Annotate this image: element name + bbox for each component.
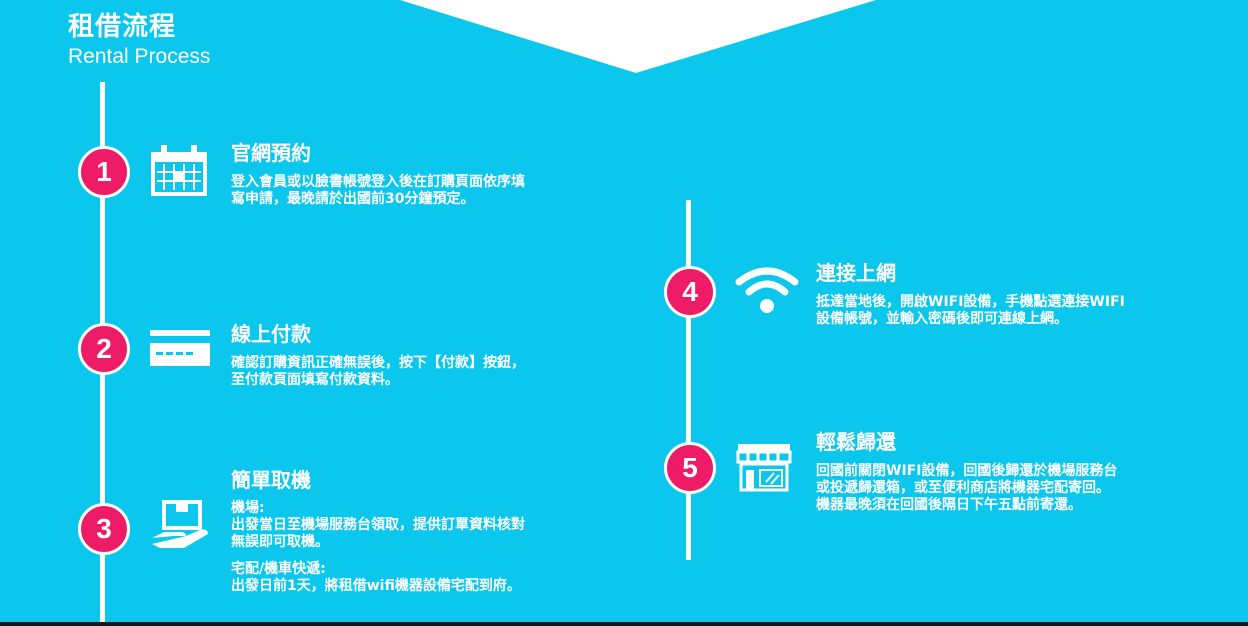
step-description: 機場: 出發當日至機場服務台領取，提供訂單資料核對 無誤即可取機。 宅配/機車快… bbox=[231, 500, 525, 595]
description-line: 寫申請，最晚請於出國前30分鐘預定。 bbox=[231, 191, 475, 207]
right-timeline-line bbox=[686, 200, 691, 560]
store-icon bbox=[736, 444, 792, 492]
description-line: 確認訂購資訊正確無誤後，按下【付款】按鈕， bbox=[231, 355, 525, 371]
calendar-icon bbox=[151, 145, 207, 196]
description-line: 回國前關閉WIFI設備，回國後歸還於機場服務台 bbox=[816, 463, 1118, 479]
step-title: 連接上網 bbox=[816, 261, 896, 285]
credit-card-icon bbox=[150, 330, 210, 366]
description-line: 或投遞歸還箱，或至便利商店將機器宅配寄回。 bbox=[816, 480, 1110, 496]
step-description: 抵達當地後，開啟WIFI設備，手機點選連接WIFI 設備帳號，並輸入密碼後即可連… bbox=[816, 294, 1125, 328]
step-number-badge: 5 bbox=[664, 442, 716, 494]
step-number-badge: 1 bbox=[78, 146, 130, 198]
delivery-label: 宅配/機車快遞: bbox=[231, 561, 326, 577]
header-notch-decoration bbox=[400, 0, 876, 73]
step-title: 官網預約 bbox=[231, 141, 311, 165]
page-title: 租借流程 bbox=[68, 12, 177, 42]
step-title: 簡單取機 bbox=[231, 468, 311, 492]
package-hand-icon bbox=[152, 500, 208, 548]
step-number-badge: 2 bbox=[78, 323, 130, 375]
step-description: 回國前關閉WIFI設備，回國後歸還於機場服務台 或投遞歸還箱，或至便利商店將機器… bbox=[816, 463, 1117, 514]
description-line: 至付款頁面填寫付款資料。 bbox=[231, 372, 399, 388]
step-number-badge: 3 bbox=[78, 503, 130, 555]
description-line: 機器最晚須在回國後隔日下午五點前寄還。 bbox=[816, 497, 1082, 513]
description-line: 抵達當地後，開啟WIFI設備，手機點選連接WIFI bbox=[816, 294, 1125, 310]
description-line: 出發當日至機場服務台領取，提供訂單資料核對 bbox=[231, 517, 525, 533]
airport-label: 機場: bbox=[231, 500, 265, 516]
description-line: 無誤即可取機。 bbox=[231, 534, 329, 550]
description-line: 出發日前1天，將租借wifi機器設備宅配到府。 bbox=[231, 578, 521, 594]
bottom-border bbox=[0, 622, 1248, 626]
wifi-icon bbox=[735, 267, 799, 313]
description-line: 登入會員或以臉書帳號登入後在訂購頁面依序填 bbox=[231, 174, 525, 190]
description-line: 設備帳號，並輸入密碼後即可連線上網。 bbox=[816, 311, 1068, 327]
step-description: 確認訂購資訊正確無誤後，按下【付款】按鈕， 至付款頁面填寫付款資料。 bbox=[231, 355, 525, 389]
page-subtitle: Rental Process bbox=[68, 45, 211, 68]
step-number-badge: 4 bbox=[664, 266, 716, 318]
step-title: 輕鬆歸還 bbox=[816, 430, 896, 454]
step-title: 線上付款 bbox=[231, 322, 311, 346]
step-description: 登入會員或以臉書帳號登入後在訂購頁面依序填 寫申請，最晚請於出國前30分鐘預定。 bbox=[231, 174, 525, 208]
